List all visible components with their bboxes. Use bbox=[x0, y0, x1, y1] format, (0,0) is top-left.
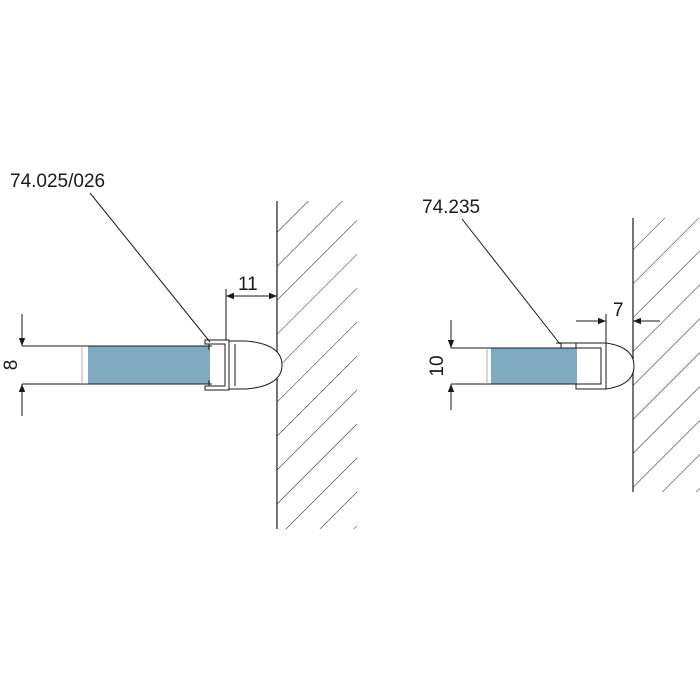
left-gap-dimension: 11 bbox=[238, 274, 258, 295]
right-gap-dimension: 7 bbox=[613, 300, 624, 321]
right-thickness-dimension: 10 bbox=[427, 355, 448, 376]
right-wall-hatch bbox=[633, 218, 700, 492]
left-seal-profile bbox=[204, 339, 283, 391]
left-thickness-dimension: 8 bbox=[1, 360, 22, 371]
left-glass-panel bbox=[88, 346, 210, 384]
left-leader-line bbox=[89, 192, 211, 343]
right-seal-profile bbox=[556, 342, 635, 390]
left-wall-hatch bbox=[277, 201, 357, 529]
right-part-number: 74.235 bbox=[422, 197, 480, 218]
right-leader-line bbox=[461, 218, 561, 345]
left-detail: 74.025/026 11 8 bbox=[1, 171, 357, 529]
right-detail: 74.235 7 10 bbox=[422, 197, 700, 492]
right-glass-panel bbox=[491, 348, 577, 384]
left-part-number: 74.025/026 bbox=[10, 171, 105, 192]
